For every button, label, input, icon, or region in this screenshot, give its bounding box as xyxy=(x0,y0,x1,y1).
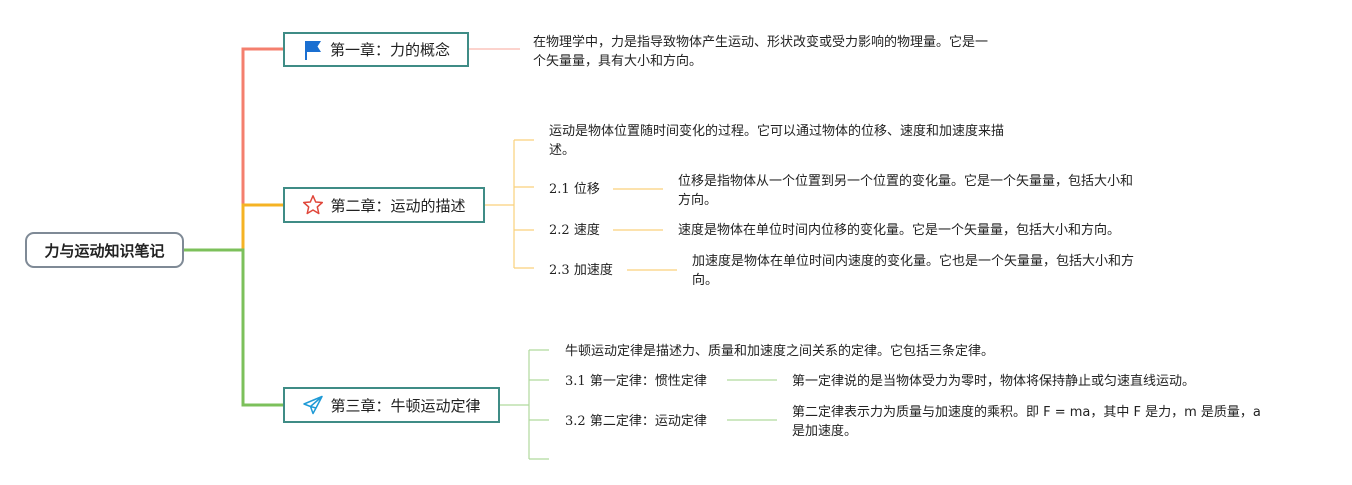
section-2-1-line1: 位移是指物体从一个位置到另一个位置的变化量。它是一个矢量量，包括大小和 xyxy=(678,174,1134,189)
trunk-to-chapter3 xyxy=(184,248,283,407)
chapter2-desc-line1: 运动是物体位置随时间变化的过程。它可以通过物体的位移、速度和加速度来描 xyxy=(549,124,1005,139)
section-3-1-num: 3.1 xyxy=(565,374,586,389)
section-2-3-line2: 向。 xyxy=(692,273,719,288)
paper-plane-icon xyxy=(303,395,324,415)
section-3-1-name: 第一定律：惯性定律 xyxy=(589,374,707,389)
chapter2-node[interactable]: 第二章：运动的描述 xyxy=(283,187,485,223)
chapter1-label: 第一章：力的概念 xyxy=(329,41,450,59)
section-2-1-num: 2.1 xyxy=(549,182,570,197)
section-2-3-name: 加速度 xyxy=(573,263,613,278)
chapter3-node[interactable]: 第三章：牛顿运动定律 xyxy=(283,387,500,423)
section-3-1-line1: 第一定律说的是当物体受力为零时，物体将保持静止或匀速直线运动。 xyxy=(792,374,1196,389)
chapter2-desc-line2: 述。 xyxy=(549,143,576,158)
section-2-1-title[interactable]: 2.1 位移 xyxy=(549,180,600,199)
section-2-1-line2: 方向。 xyxy=(678,193,718,208)
section-3-2-desc: 第二定律表示力为质量与加速度的乘积。即 F = ma，其中 F 是力，m 是质量… xyxy=(792,403,1261,441)
flag-icon xyxy=(304,40,321,60)
section-2-1-desc: 位移是指物体从一个位置到另一个位置的变化量。它是一个矢量量，包括大小和 方向。 xyxy=(678,172,1133,210)
section-2-3-line1: 加速度是物体在单位时间内速度的变化量。它也是一个矢量量，包括大小和方 xyxy=(692,254,1135,269)
trunk-to-chapter2 xyxy=(241,203,283,250)
chapter2-section-links xyxy=(613,188,677,271)
section-2-3-desc: 加速度是物体在单位时间内速度的变化量。它也是一个矢量量，包括大小和方 向。 xyxy=(692,252,1134,290)
section-2-3-title[interactable]: 2.3 加速度 xyxy=(549,261,613,280)
section-2-2-num: 2.2 xyxy=(549,223,570,238)
section-3-2-title[interactable]: 3.2 第二定律：运动定律 xyxy=(565,412,707,431)
star-icon xyxy=(303,195,324,215)
section-3-2-num: 3.2 xyxy=(565,414,586,429)
chapter3-desc-line1: 牛顿运动定律是描述力、质量和加速度之间关系的定律。它包括三条定律。 xyxy=(565,344,995,359)
chapter3-branches xyxy=(500,349,549,460)
section-3-2-name: 第二定律：运动定律 xyxy=(589,414,707,429)
root-node[interactable]: 力与运动知识笔记 xyxy=(25,232,184,268)
chapter2-branches xyxy=(485,139,534,269)
chapter1-desc-line2: 个矢量量，具有大小和方向。 xyxy=(533,54,703,69)
trunk-to-chapter1 xyxy=(241,47,283,250)
section-3-1-title[interactable]: 3.1 第一定律：惯性定律 xyxy=(565,372,707,391)
root-label: 力与运动知识笔记 xyxy=(44,241,165,260)
section-2-3-num: 2.3 xyxy=(549,263,570,278)
chapter3-label: 第三章：牛顿运动定律 xyxy=(330,396,481,415)
chapter2-description: 运动是物体位置随时间变化的过程。它可以通过物体的位移、速度和加速度来描 述。 xyxy=(549,122,1004,160)
chapter3-section-links xyxy=(727,379,777,421)
section-2-2-title[interactable]: 2.2 速度 xyxy=(549,221,600,240)
chapter2-label: 第二章：运动的描述 xyxy=(330,196,466,215)
section-3-2-line1: 第二定律表示力为质量与加速度的乘积。即 F = ma，其中 F 是力，m 是质量… xyxy=(792,405,1261,420)
chapter3-description: 牛顿运动定律是描述力、质量和加速度之间关系的定律。它包括三条定律。 xyxy=(565,342,994,361)
chapter1-desc-line1: 在物理学中，力是指导致物体产生运动、形状改变或受力影响的物理量。它是一 xyxy=(533,35,989,50)
chapter1-description: 在物理学中，力是指导致物体产生运动、形状改变或受力影响的物理量。它是一 个矢量量… xyxy=(533,33,988,71)
chapter1-node[interactable]: 第一章：力的概念 xyxy=(283,32,469,67)
section-2-2-line1: 速度是物体在单位时间内位移的变化量。它是一个矢量量，包括大小和方向。 xyxy=(678,223,1121,238)
section-2-2-name: 速度 xyxy=(573,223,600,238)
section-2-1-name: 位移 xyxy=(573,182,600,197)
section-2-2-desc: 速度是物体在单位时间内位移的变化量。它是一个矢量量，包括大小和方向。 xyxy=(678,221,1120,240)
section-3-1-desc: 第一定律说的是当物体受力为零时，物体将保持静止或匀速直线运动。 xyxy=(792,372,1195,391)
section-3-2-line2: 是加速度。 xyxy=(792,424,858,439)
